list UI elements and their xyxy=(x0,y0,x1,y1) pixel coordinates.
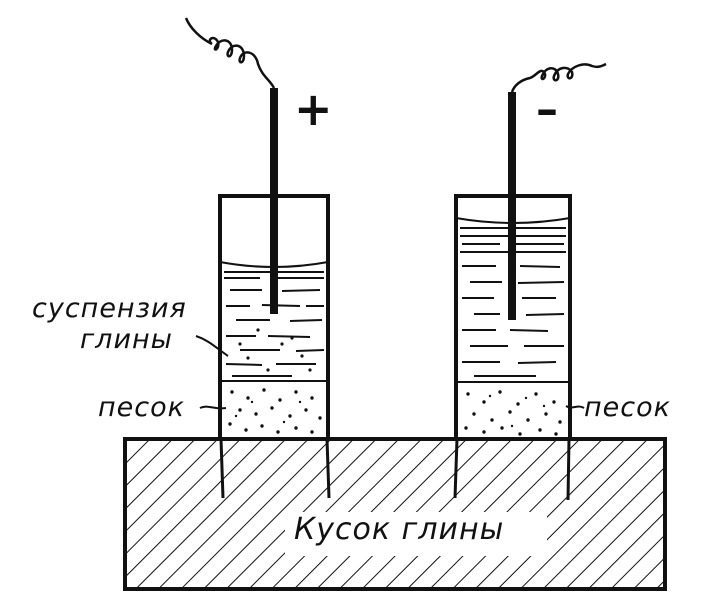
right-wire xyxy=(510,62,607,93)
negative-terminal-sign: – xyxy=(536,84,558,135)
sand-label-right: песок xyxy=(584,392,671,423)
suspension-label-line1: суспензия xyxy=(32,293,187,324)
suspension-leader xyxy=(195,335,229,357)
positive-terminal-sign: + xyxy=(294,82,333,136)
suspension-label-line2: глины xyxy=(80,324,173,355)
sand-label-left: песок xyxy=(98,392,185,423)
left-sand-layer xyxy=(228,388,322,434)
right-sand-leader xyxy=(565,405,585,409)
right-electrode xyxy=(508,92,516,320)
right-sand-layer xyxy=(464,390,562,436)
left-electrode xyxy=(270,88,278,314)
left-sand-leader xyxy=(199,405,227,410)
clay-block-label: Кусок глины xyxy=(294,512,505,547)
left-suspension-speckles xyxy=(238,328,312,372)
label-leaders xyxy=(195,335,585,410)
left-clay-suspension xyxy=(224,271,325,377)
clay-block xyxy=(123,437,667,591)
vessel-channels xyxy=(219,438,571,501)
left-wire xyxy=(184,17,276,89)
